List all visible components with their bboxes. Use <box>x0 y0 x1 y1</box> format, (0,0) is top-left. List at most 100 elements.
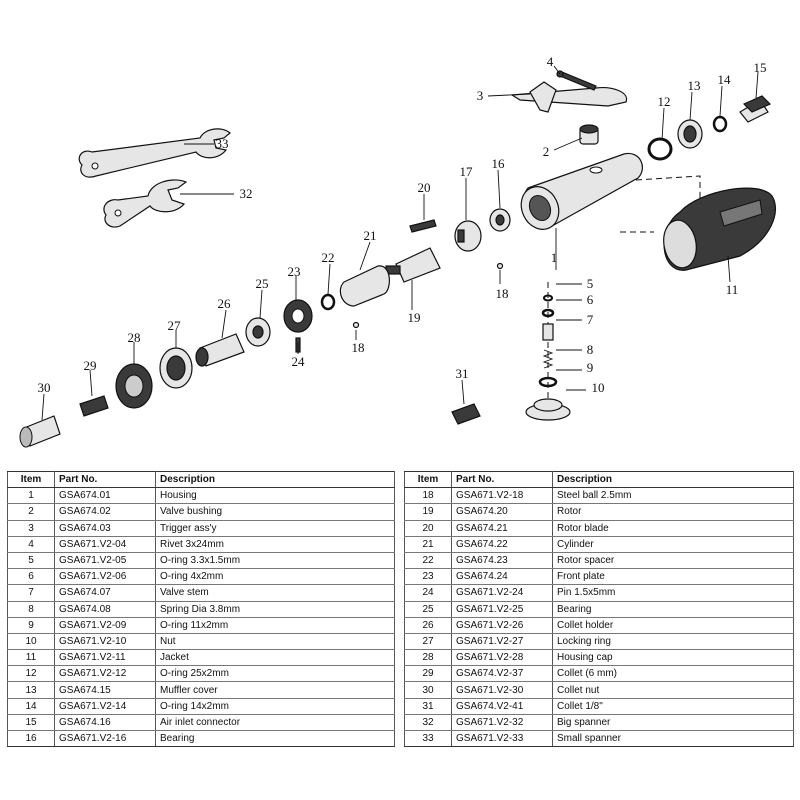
cell-part-no: GSA671.V2-27 <box>451 633 553 651</box>
rotor-spacer-part <box>320 293 336 311</box>
valve-bushing-part <box>579 124 599 145</box>
cell-description: Collet nut <box>552 681 794 699</box>
valve-stem-part <box>542 323 554 341</box>
cell-part-no: GSA671.V2-05 <box>54 552 156 570</box>
callout-label: 24 <box>292 354 306 369</box>
cell-description: Valve bushing <box>155 503 395 521</box>
cell-description: Collet 1/8" <box>552 698 794 715</box>
cell-item: 4 <box>7 536 55 553</box>
callout-label: 18 <box>352 340 365 355</box>
cell-item: 14 <box>7 698 55 715</box>
cell-part-no: GSA674.V2-37 <box>451 665 553 683</box>
cell-part-no: GSA674.16 <box>54 714 156 732</box>
cell-description: Collet (6 mm) <box>552 665 794 683</box>
cell-item: 9 <box>7 617 55 634</box>
callout-label: 26 <box>218 296 232 311</box>
steel-ball-part <box>496 262 504 270</box>
callout-label: 13 <box>688 78 701 93</box>
callout-label: 18 <box>496 286 509 301</box>
collet-part <box>79 395 109 417</box>
callout-label: 4 <box>547 54 554 69</box>
column-header-description: Description <box>552 470 794 489</box>
cell-part-no: GSA671.V2-04 <box>54 536 156 553</box>
cell-description: Collet holder <box>552 617 794 634</box>
callout-label: 33 <box>216 136 229 151</box>
callout-label: 8 <box>587 342 594 357</box>
column-header-item: Item <box>404 470 452 489</box>
cell-part-no: GSA674.21 <box>451 520 553 537</box>
cell-part-no: GSA671.V2-10 <box>54 633 156 651</box>
callout-label: 16 <box>492 156 506 171</box>
cell-item: 2 <box>7 503 55 521</box>
callout-label: 7 <box>587 312 594 327</box>
bearing-16-part <box>489 208 511 232</box>
cell-description: Rivet 3x24mm <box>155 536 395 553</box>
callout-label: 30 <box>38 380 51 395</box>
cell-item: 3 <box>7 520 55 537</box>
cell-description: Small spanner <box>552 730 794 748</box>
cell-part-no: GSA671.V2-25 <box>451 601 553 618</box>
cell-part-no: GSA671.V2-30 <box>451 681 553 699</box>
jacket-part <box>663 187 776 271</box>
cell-part-no: GSA674.23 <box>451 552 553 570</box>
cell-item: 5 <box>7 552 55 570</box>
cell-description: Housing <box>155 487 395 505</box>
callout-label: 21 <box>364 228 377 243</box>
cell-description: Steel ball 2.5mm <box>552 487 794 505</box>
cell-description: Jacket <box>155 649 395 667</box>
cell-description: Bearing <box>155 730 395 748</box>
cell-item: 7 <box>7 584 55 602</box>
cell-part-no: GSA671.V2-28 <box>451 649 553 667</box>
cell-part-no: GSA671.V2-16 <box>54 730 156 748</box>
cell-item: 22 <box>404 552 452 570</box>
column-header-part-no: Part No. <box>54 470 156 489</box>
rotor-blade-part <box>409 219 437 233</box>
small-spanner-part <box>78 128 231 178</box>
collet-holder-part <box>195 333 245 367</box>
cell-item: 10 <box>7 633 55 651</box>
cell-part-no: GSA674.07 <box>54 584 156 602</box>
cell-description: O-ring 11x2mm <box>155 617 395 634</box>
nut-part <box>525 398 571 421</box>
cell-description: Pin 1.5x5mm <box>552 584 794 602</box>
muffler-cover-part <box>677 119 703 149</box>
cell-item: 32 <box>404 714 452 732</box>
callout-label: 15 <box>754 60 767 75</box>
cell-item: 20 <box>404 520 452 537</box>
callout-label: 23 <box>288 264 301 279</box>
cell-part-no: GSA674.15 <box>54 681 156 699</box>
cell-item: 25 <box>404 601 452 618</box>
steel-ball-part <box>352 321 360 329</box>
column-header-item: Item <box>7 470 55 489</box>
cell-item: 8 <box>7 601 55 618</box>
callout-label: 9 <box>587 360 594 375</box>
cell-item: 12 <box>7 665 55 683</box>
o-ring-14-part <box>712 115 728 133</box>
cell-description: Housing cap <box>552 649 794 667</box>
cell-item: 23 <box>404 568 452 586</box>
cell-part-no: GSA674.20 <box>451 503 553 521</box>
cell-part-no: GSA671.V2-32 <box>451 714 553 732</box>
collet-1-8-part <box>451 403 481 425</box>
cylinder-part <box>339 265 390 307</box>
callout-label: 1 <box>551 250 558 265</box>
cell-item: 27 <box>404 633 452 651</box>
